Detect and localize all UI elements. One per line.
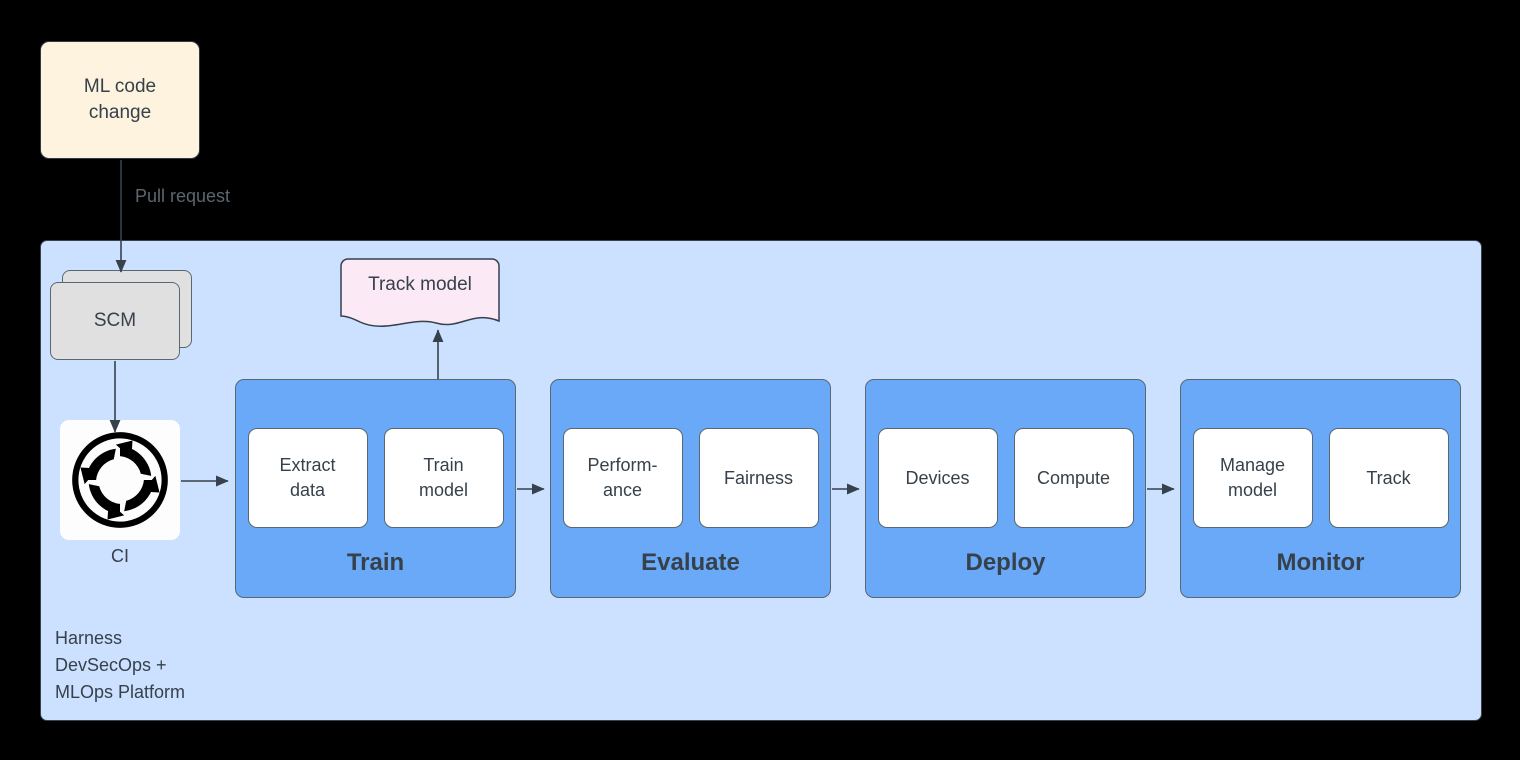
substep-fairness: Fairness — [698, 428, 819, 528]
scm-label: SCM — [93, 310, 137, 331]
note-document-shape — [340, 258, 500, 327]
scm-box: SCM — [50, 270, 192, 360]
substep-performance: Perform- ance — [562, 428, 683, 528]
ci-label: CI — [111, 546, 129, 566]
ci-node — [60, 420, 180, 540]
track-model-label: Track model — [368, 274, 472, 295]
substep-track: Track — [1328, 428, 1449, 528]
scm-box-front-layer: SCM — [50, 282, 180, 360]
ml-code-change-label: ML code change — [83, 76, 157, 123]
harness-platform-caption: Harness DevSecOps + MLOps Platform — [55, 628, 186, 702]
substep-devices: Devices — [877, 428, 998, 528]
substep-train-model: Train model — [383, 428, 504, 528]
stage-evaluate-substeps: Perform- ance Fairness — [551, 380, 830, 528]
stage-monitor: Manage model Track Monitor — [1180, 379, 1461, 598]
stage-evaluate: Perform- ance Fairness Evaluate — [550, 379, 831, 598]
stage-monitor-title: Monitor — [1276, 549, 1365, 576]
stage-evaluate-title: Evaluate — [641, 549, 740, 576]
substep-manage-model: Manage model — [1192, 428, 1313, 528]
stage-train-substeps: Extract data Train model — [236, 380, 515, 528]
ml-code-change-box: ML code change — [40, 41, 200, 159]
substep-compute: Compute — [1013, 428, 1134, 528]
stage-monitor-substeps: Manage model Track — [1181, 380, 1460, 528]
stage-train: Extract data Train model Train — [235, 379, 516, 598]
track-model-note: Track model — [340, 258, 500, 332]
stage-deploy-substeps: Devices Compute — [866, 380, 1145, 528]
pull-request-edge-label: Pull request — [135, 186, 231, 206]
continuous-integration-cycle-icon — [72, 432, 168, 528]
stage-deploy: Devices Compute Deploy — [865, 379, 1146, 598]
substep-extract-data: Extract data — [247, 428, 368, 528]
stage-train-title: Train — [346, 549, 405, 576]
stage-deploy-title: Deploy — [965, 549, 1046, 576]
